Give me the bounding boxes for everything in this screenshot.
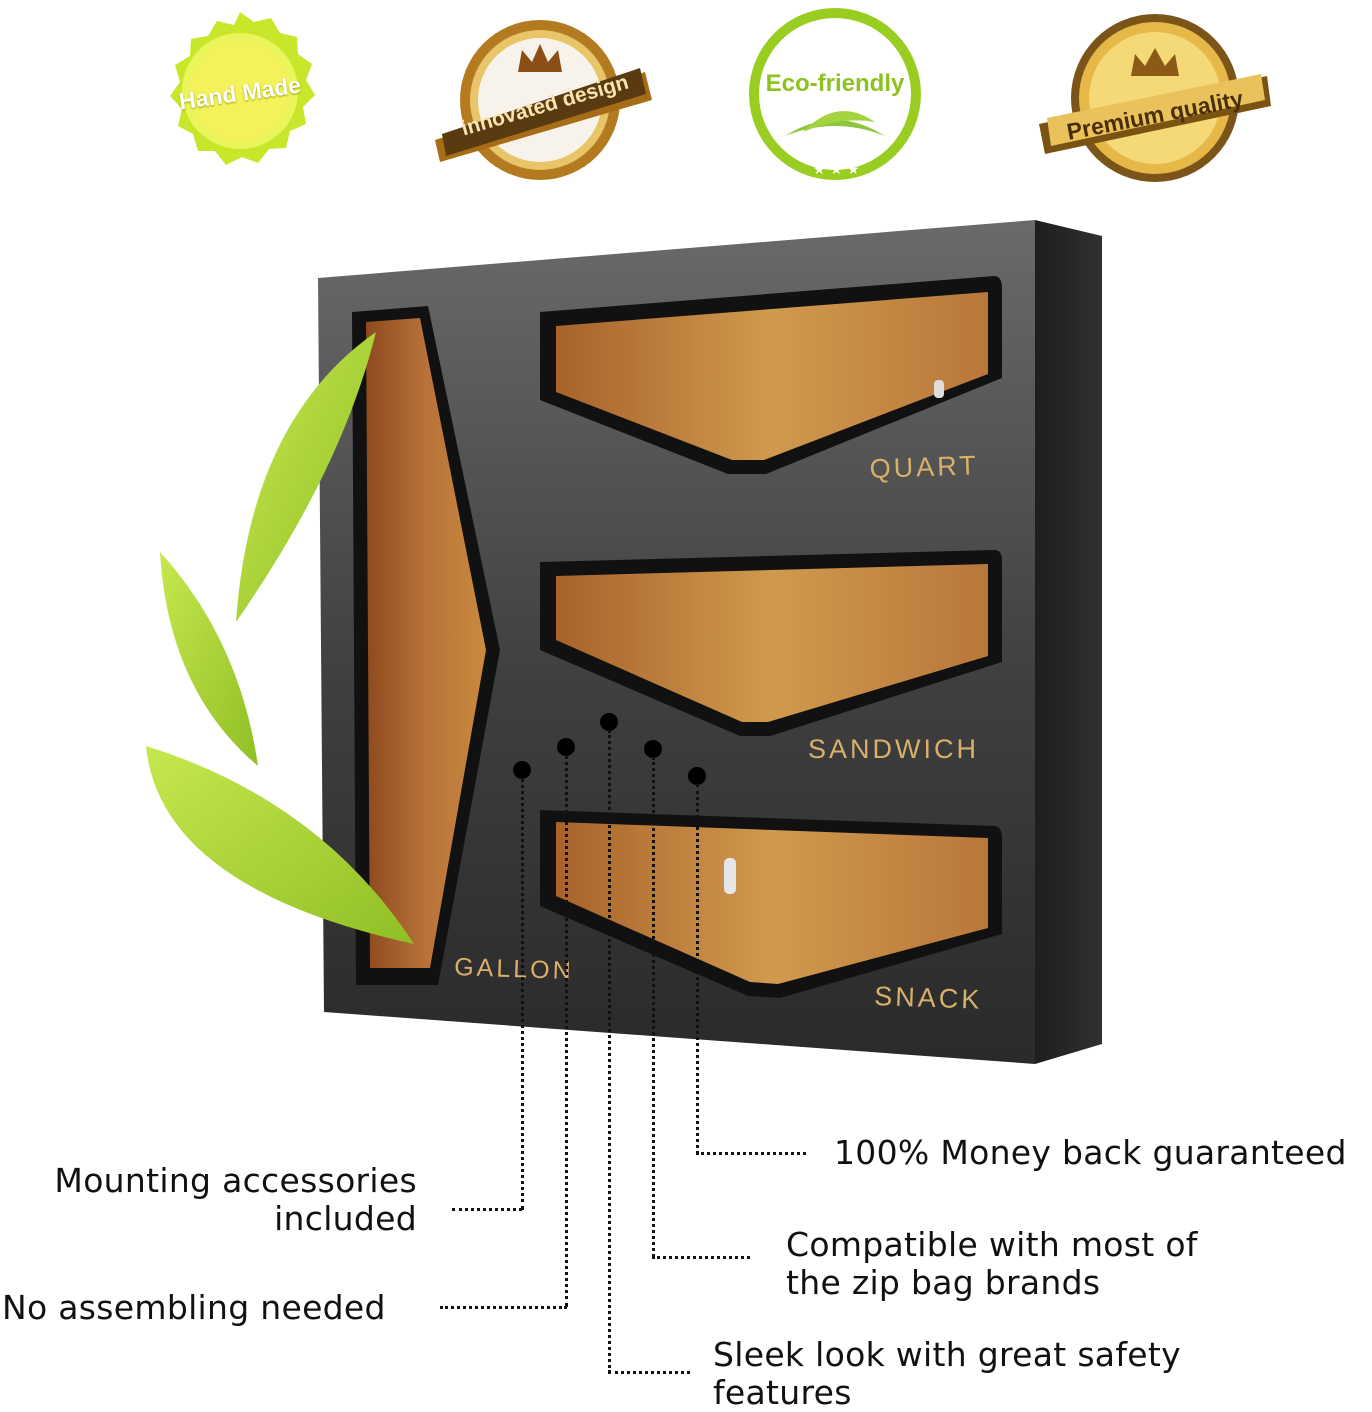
callout-dot-mounting bbox=[513, 761, 531, 779]
leader-money-back-horizontal bbox=[696, 1152, 806, 1155]
leader-compatible-horizontal bbox=[652, 1256, 750, 1259]
feature-assembly-line1: No assembling needed bbox=[2, 1288, 386, 1327]
callout-dot-compatible bbox=[644, 740, 662, 758]
leader-assembly-vertical bbox=[565, 755, 568, 1307]
leader-compatible-vertical bbox=[652, 757, 655, 1257]
innovated-design-badge: innovated design bbox=[430, 10, 660, 190]
sandwich-label: SANDWICH bbox=[808, 734, 979, 764]
feature-money-back: 100% Money back guaranteed bbox=[834, 1134, 1347, 1172]
feature-mounting: Mounting accessories included bbox=[54, 1162, 417, 1238]
snack-label: SNACK bbox=[874, 981, 983, 1015]
feature-compatible-line2: the zip bag brands bbox=[786, 1263, 1101, 1302]
leaf-bottom bbox=[146, 746, 414, 944]
feature-sleek-line2: features bbox=[713, 1373, 852, 1412]
bag-organizer-illustration: QUART SANDWICH SNACK GALLON bbox=[146, 220, 1102, 1064]
feature-compatible: Compatible with most of the zip bag bran… bbox=[786, 1226, 1198, 1302]
leader-mounting-horizontal bbox=[452, 1208, 522, 1211]
feature-assembly: No assembling needed bbox=[2, 1289, 386, 1327]
leader-money-back-vertical bbox=[696, 784, 699, 1154]
feature-mounting-line2: included bbox=[274, 1199, 417, 1238]
feature-sleek-line1: Sleek look with great safety bbox=[713, 1335, 1181, 1374]
feature-money-back-line1: 100% Money back guaranteed bbox=[834, 1133, 1347, 1172]
leaf-top bbox=[236, 332, 376, 622]
leader-sleek-horizontal bbox=[608, 1371, 690, 1374]
callout-dot-assembly bbox=[557, 738, 575, 756]
callout-dot-sleek bbox=[600, 713, 618, 731]
snack-hook bbox=[724, 858, 736, 894]
leader-assembly-horizontal bbox=[440, 1306, 567, 1309]
eco-friendly-badge: ★ ★ ★ Eco-friendly bbox=[745, 4, 925, 184]
gallon-label: GALLON bbox=[454, 953, 574, 985]
organizer-side-panel bbox=[1035, 220, 1102, 1064]
quart-hook bbox=[934, 380, 944, 398]
feature-compatible-line1: Compatible with most of bbox=[786, 1225, 1198, 1264]
svg-text:★ ★ ★: ★ ★ ★ bbox=[813, 162, 860, 178]
eco-friendly-label: Eco-friendly bbox=[765, 70, 905, 97]
hand-made-badge: Hand Made bbox=[150, 8, 330, 188]
leaf-middle bbox=[160, 552, 258, 766]
quart-label: QUART bbox=[869, 450, 979, 484]
leader-sleek-vertical bbox=[608, 730, 611, 1373]
feature-sleek: Sleek look with great safety features bbox=[713, 1336, 1181, 1412]
premium-quality-badge: Premium quality bbox=[1035, 6, 1275, 191]
callout-dot-money-back bbox=[688, 767, 706, 785]
feature-mounting-line1: Mounting accessories bbox=[54, 1161, 417, 1200]
leader-mounting-vertical bbox=[521, 778, 524, 1210]
